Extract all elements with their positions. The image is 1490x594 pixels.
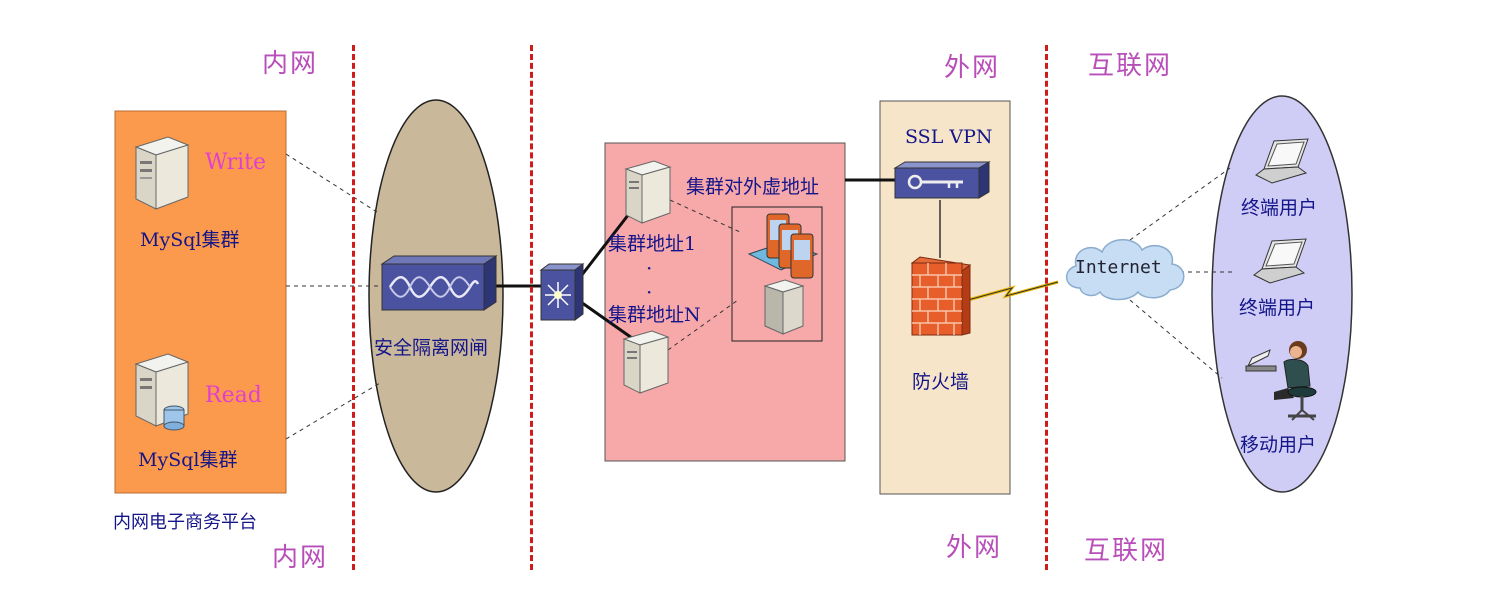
platform-caption: 内网电子商务平台	[113, 512, 257, 533]
internet-cloud-icon	[1066, 239, 1185, 301]
cluster-virtual-address-label: 集群对外虚地址	[686, 176, 820, 198]
vpn-label: SSL VPN	[905, 126, 993, 148]
connector-servern-app	[667, 299, 739, 351]
divider-line-2	[530, 45, 533, 570]
connector-switch-servern	[577, 298, 633, 340]
connector-read-gateway	[285, 382, 381, 440]
cluster-server-1-icon	[624, 160, 672, 224]
connector-internet-mobile	[1129, 299, 1223, 379]
cluster-server-n-icon	[622, 330, 670, 394]
firewall-icon	[910, 256, 972, 336]
zone-label-internet-top: 互联网	[1088, 51, 1173, 81]
write-label: Write	[205, 150, 267, 175]
lightning-outline	[967, 281, 1059, 301]
cluster-dots-1: ·	[646, 256, 653, 280]
mobile-user-label: 移动用户	[1240, 434, 1317, 456]
zone-label-extranet-top: 外网	[944, 53, 1001, 83]
users-ellipse	[1211, 95, 1353, 493]
zone-label-intranet-bottom: 内网	[272, 543, 329, 573]
laptop-icon-2	[1253, 238, 1307, 284]
vpn-device-icon	[893, 161, 991, 199]
divider-line-3	[1045, 45, 1048, 570]
internet-label: Internet	[1075, 257, 1162, 278]
divider-line-1	[352, 45, 355, 570]
connector-write-gateway	[285, 153, 381, 215]
mysql-cluster-label-1: MySql集群	[140, 229, 240, 251]
write-server-icon	[134, 136, 190, 210]
virtualization-stack-icon	[747, 213, 819, 335]
gateway-device-icon	[380, 255, 498, 311]
terminal-user-label-2: 终端用户	[1239, 297, 1316, 319]
app-stack-frame	[731, 206, 823, 342]
terminal-user-label-1: 终端用户	[1241, 197, 1318, 219]
gateway-label: 安全隔离网闸	[374, 337, 489, 359]
cluster-address-1-label: 集群地址1	[608, 233, 697, 255]
mobile-user-icon	[1245, 341, 1317, 421]
connector-switch-server1	[576, 209, 634, 281]
cluster-address-n-label: 集群地址N	[608, 304, 701, 326]
mysql-cluster-label-2: MySql集群	[138, 449, 238, 471]
zone-label-intranet-top: 内网	[262, 49, 319, 79]
cluster-box	[604, 142, 846, 462]
firewall-label: 防火墙	[912, 371, 970, 393]
connector-server1-app	[669, 199, 741, 233]
zone-label-extranet-bottom: 外网	[946, 533, 1003, 563]
read-label: Read	[205, 383, 262, 408]
read-server-icon	[134, 353, 190, 431]
laptop-icon-1	[1255, 138, 1309, 184]
switch-icon	[539, 263, 585, 321]
zone-label-internet-bottom: 互联网	[1084, 536, 1169, 566]
cluster-dots-2: ·	[646, 280, 653, 304]
